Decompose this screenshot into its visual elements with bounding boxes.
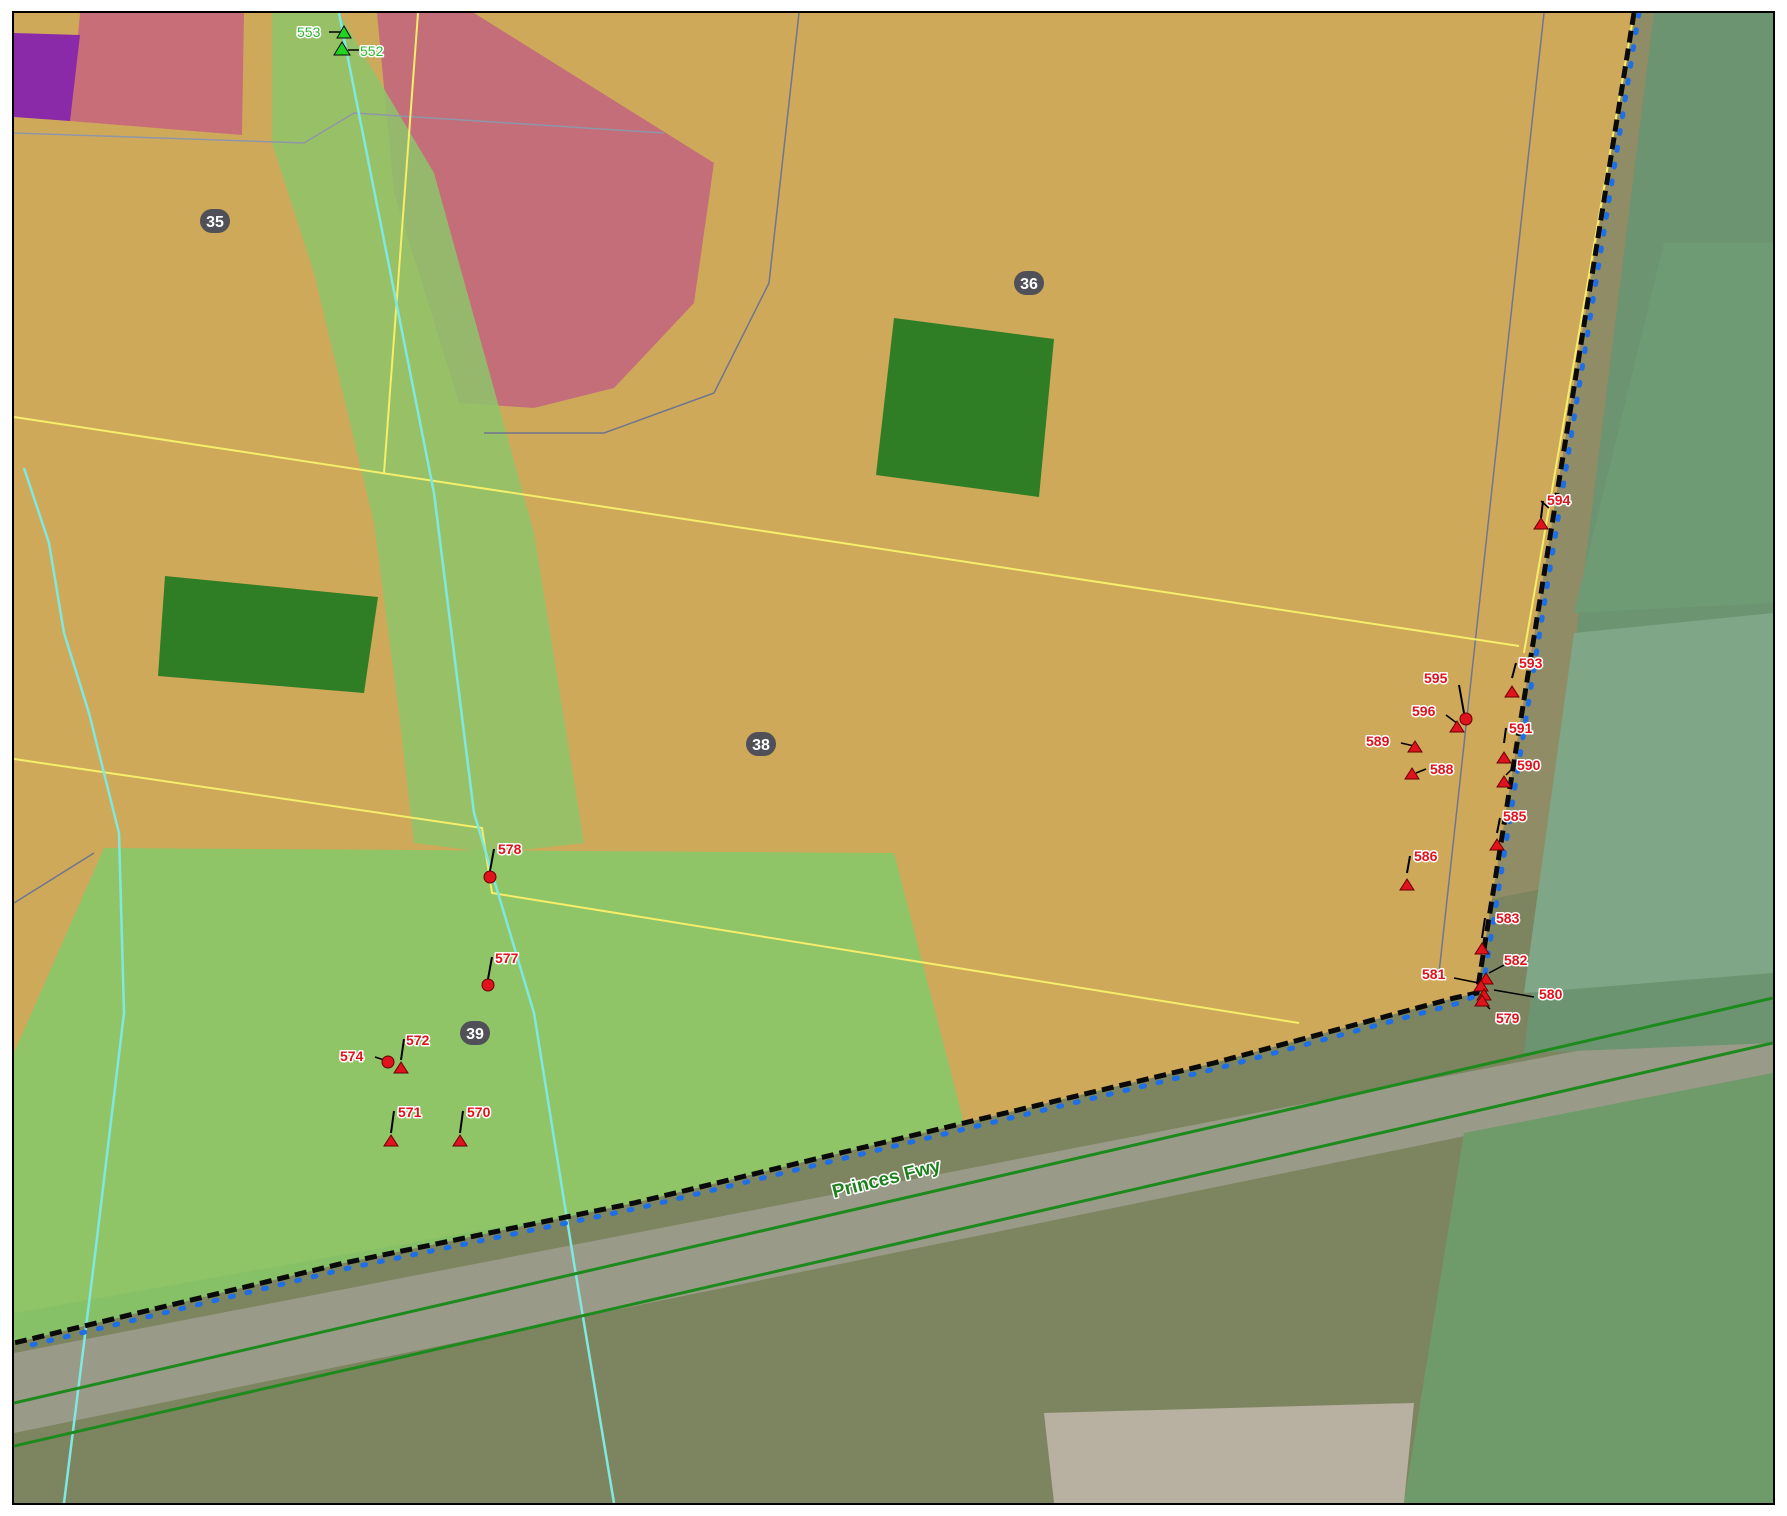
- svg-text:553: 553: [297, 24, 321, 40]
- svg-text:571: 571: [398, 1104, 422, 1120]
- svg-text:594: 594: [1547, 492, 1571, 508]
- site-580[interactable]: 580: [1476, 985, 1564, 1004]
- parcel-line-1: [484, 13, 800, 434]
- svg-text:589: 589: [1366, 733, 1390, 749]
- red-site-markers: 594 593 595 596 589: [339, 491, 1572, 1147]
- site-579[interactable]: 579: [1474, 994, 1521, 1028]
- site-585[interactable]: 585: [1489, 807, 1528, 851]
- site-581[interactable]: 581: [1421, 965, 1489, 992]
- svg-text:39: 39: [466, 1026, 484, 1043]
- parcel-badge-38[interactable]: 38: [746, 732, 776, 756]
- freeway-corridor: [14, 1013, 1773, 1433]
- svg-text:596: 596: [1412, 703, 1436, 719]
- dark-green-plot-east: [876, 318, 1054, 497]
- svg-text:585: 585: [1503, 808, 1527, 824]
- svg-text:591: 591: [1509, 720, 1533, 736]
- green-corridor: [272, 13, 584, 853]
- aerial-map[interactable]: Princes Fwy 35 36 38 39: [14, 13, 1773, 1503]
- site-553[interactable]: 553: [296, 23, 352, 42]
- svg-text:588: 588: [1430, 761, 1454, 777]
- east-paddock-north: [1574, 243, 1773, 613]
- site-594[interactable]: 594: [1533, 491, 1572, 530]
- site-578[interactable]: 578: [483, 840, 523, 884]
- parcel-badge-39[interactable]: 39: [460, 1021, 490, 1045]
- quarry-area: [1044, 1403, 1414, 1503]
- site-571[interactable]: 571: [383, 1103, 423, 1147]
- creek-2: [22, 467, 126, 1503]
- road-edge-south: [14, 1041, 1773, 1448]
- site-574[interactable]: 574: [339, 1047, 395, 1069]
- svg-text:570: 570: [467, 1104, 491, 1120]
- parcel-line-3: [14, 112, 665, 144]
- site-583[interactable]: 583: [1474, 909, 1521, 955]
- dark-green-plot-west: [158, 576, 378, 693]
- svg-text:579: 579: [1496, 1010, 1520, 1026]
- site-586[interactable]: 586: [1399, 847, 1439, 891]
- site-552[interactable]: 552: [333, 41, 385, 61]
- site-596[interactable]: 596: [1411, 702, 1465, 733]
- svg-text:38: 38: [752, 737, 770, 754]
- site-589[interactable]: 589: [1365, 732, 1423, 753]
- svg-text:578: 578: [498, 841, 522, 857]
- pink-overlay-northwest: [70, 13, 244, 135]
- svg-text:36: 36: [1020, 276, 1038, 293]
- green-site-markers: 553 552: [296, 23, 386, 61]
- site-593[interactable]: 593: [1504, 654, 1544, 698]
- road-edge-north: [14, 996, 1773, 1405]
- parcel-badge-35[interactable]: 35: [200, 209, 230, 233]
- svg-text:586: 586: [1414, 848, 1438, 864]
- svg-text:582: 582: [1504, 952, 1528, 968]
- svg-text:574: 574: [340, 1048, 364, 1064]
- svg-text:35: 35: [206, 214, 224, 231]
- site-582[interactable]: 582: [1478, 951, 1529, 985]
- purple-overlay: [14, 33, 80, 121]
- boundary-yellow-3: [383, 13, 419, 474]
- svg-text:577: 577: [495, 950, 519, 966]
- site-590[interactable]: 590: [1496, 756, 1542, 788]
- site-577[interactable]: 577: [481, 949, 520, 992]
- svg-text:595: 595: [1424, 670, 1448, 686]
- property-boundary-dashed: [14, 13, 1637, 1346]
- site-595[interactable]: 595: [1423, 669, 1473, 726]
- parcel-line-4: [14, 852, 95, 904]
- site-591[interactable]: 591: [1496, 719, 1534, 764]
- site-588[interactable]: 588: [1404, 760, 1455, 780]
- svg-text:590: 590: [1517, 757, 1541, 773]
- svg-text:581: 581: [1422, 966, 1446, 982]
- boundary-yellow-1: [14, 416, 1520, 647]
- east-paddock-light: [1524, 613, 1773, 993]
- creek-1: [337, 13, 616, 1503]
- svg-text:583: 583: [1496, 910, 1520, 926]
- site-572[interactable]: 572: [393, 1031, 431, 1074]
- property-boundary-dots: [16, 13, 1642, 1351]
- parcel-line-2: [1438, 13, 1545, 974]
- svg-text:552: 552: [360, 43, 384, 59]
- svg-text:580: 580: [1539, 986, 1563, 1002]
- parcel-badges: 35 36 38 39: [200, 209, 1044, 1045]
- south-east-paddocks: [1404, 1073, 1773, 1503]
- green-overlay-southwest: [14, 848, 964, 1343]
- svg-text:572: 572: [406, 1032, 430, 1048]
- map-frame: Princes Fwy 35 36 38 39: [12, 11, 1775, 1505]
- parcel-badge-36[interactable]: 36: [1014, 271, 1044, 295]
- svg-text:593: 593: [1519, 655, 1543, 671]
- site-570[interactable]: 570: [452, 1103, 492, 1147]
